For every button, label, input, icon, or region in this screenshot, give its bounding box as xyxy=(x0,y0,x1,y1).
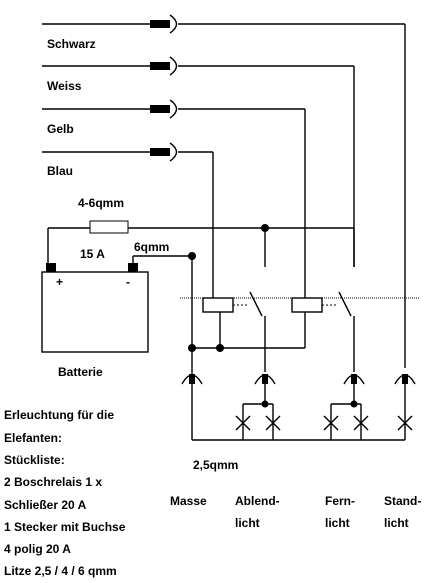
socket-masse xyxy=(181,374,203,385)
lamp-group-abblend xyxy=(235,400,281,440)
label-masse: Masse xyxy=(170,494,207,508)
note-line: Stückliste: xyxy=(4,453,65,467)
note-line: 2 Boschrelais 1 x xyxy=(4,475,102,489)
input-wire-weiss xyxy=(42,56,355,267)
battery-minus: - xyxy=(126,275,130,289)
fuse xyxy=(47,220,354,268)
note-line: Elefanten: xyxy=(4,431,62,445)
label-schwarz: Schwarz xyxy=(47,37,96,51)
note-line: 4 polig 20 A xyxy=(4,542,71,556)
label-stand-2: licht xyxy=(384,516,409,530)
input-wire-gelb xyxy=(42,99,306,298)
relay-2 xyxy=(291,291,355,372)
label-gelb: Gelb xyxy=(47,122,74,136)
socket-fernlicht xyxy=(343,374,365,404)
label-abblend-2: licht xyxy=(235,516,260,530)
socket-standlicht xyxy=(394,374,416,440)
fuse-cable-label: 4-6qmm xyxy=(78,196,124,210)
note-line: Erleuchtung für die xyxy=(4,408,114,422)
battery-plus: + xyxy=(56,275,63,289)
battery xyxy=(41,255,192,353)
label-blau: Blau xyxy=(47,164,73,178)
battery-label: Batterie xyxy=(58,365,103,379)
feed-cable-label: 6qmm xyxy=(134,240,169,254)
note-line: 1 Stecker mit Buchse xyxy=(4,520,126,534)
input-wire-blau xyxy=(42,142,214,298)
lamp-group-fern xyxy=(323,400,369,440)
notes-block: Erleuchtung für die Elefanten: Stücklist… xyxy=(4,408,126,578)
lamp-standlicht xyxy=(397,415,413,431)
note-line: Schließer 20 A xyxy=(4,498,87,512)
label-fern-2: licht xyxy=(325,516,350,530)
fuse-current-label: 15 A xyxy=(80,247,105,261)
label-stand-1: Stand- xyxy=(384,494,421,508)
label-abblend-1: Ablend- xyxy=(235,494,280,508)
label-fern-1: Fern- xyxy=(325,494,355,508)
label-weiss: Weiss xyxy=(47,79,82,93)
relay-1 xyxy=(202,291,266,372)
socket-abblendlicht xyxy=(254,374,276,404)
note-line: Litze 2,5 / 4 / 6 qmm xyxy=(4,564,117,578)
bus-cable-label: 2,5qmm xyxy=(193,458,238,472)
input-wire-schwarz xyxy=(42,14,406,368)
